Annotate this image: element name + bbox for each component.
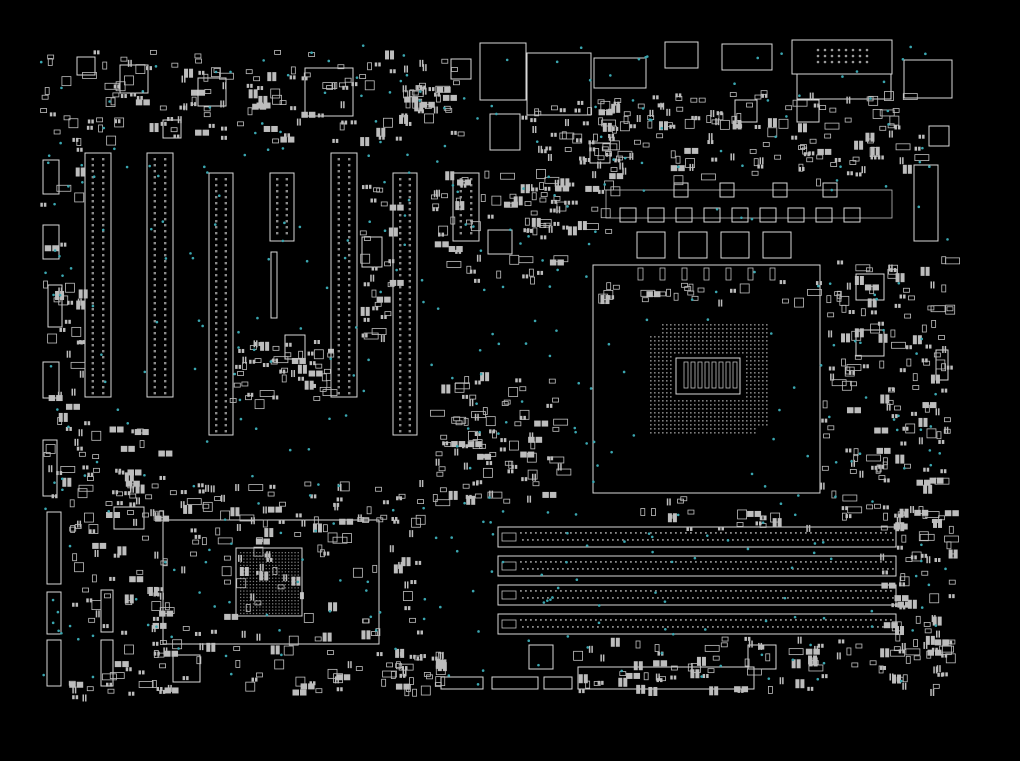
usb-lan-connector	[479, 42, 527, 101]
ram-slot-2	[497, 555, 897, 577]
pcie-slot-7	[452, 172, 480, 242]
small-chip-3	[734, 99, 758, 123]
chipset-bga	[235, 547, 303, 617]
small-chip-7	[928, 125, 950, 147]
vrm-outline	[605, 189, 893, 219]
vias	[39, 44, 949, 686]
atx-power-connector	[577, 666, 755, 690]
audio-connector	[903, 59, 953, 99]
small-chip-4	[796, 99, 820, 123]
chipset-ball-grid	[240, 552, 299, 615]
pcie-slot-1	[84, 152, 112, 398]
chip-bottom-mid	[528, 644, 554, 670]
header-right-1	[913, 164, 939, 242]
socket-center-cavity	[675, 357, 741, 395]
pcie-slot-5	[330, 152, 358, 398]
pcie-slot-6	[392, 172, 418, 436]
header-8	[46, 639, 62, 687]
inductor-3	[720, 231, 750, 259]
vrm-components	[619, 182, 861, 281]
small-chip-6	[450, 58, 472, 80]
small-chip-5	[76, 56, 96, 76]
pcie-pin-rows	[91, 158, 473, 433]
dvi-pin-field	[816, 48, 869, 64]
super-io-chip	[304, 67, 354, 117]
inductor-4	[762, 231, 792, 259]
header-7	[46, 591, 62, 635]
m2-slot	[270, 251, 278, 319]
smd-components	[40, 49, 960, 702]
chip-bottom-left	[172, 654, 201, 683]
fan-header-2	[491, 676, 539, 690]
small-chip-9	[487, 229, 513, 255]
ram-slots	[497, 526, 897, 635]
controller-chip	[197, 77, 227, 107]
cpu-socket	[592, 264, 821, 494]
header-9	[100, 589, 114, 633]
pcie-slots	[84, 152, 480, 436]
chipset-area	[162, 519, 380, 645]
cpu-pin-field	[650, 324, 768, 434]
ram-slot-3	[497, 584, 897, 606]
lan-chip	[489, 113, 521, 151]
rear-io	[479, 39, 953, 116]
socket-center-caps	[683, 361, 738, 389]
fan-header-3	[543, 676, 573, 690]
header-2	[42, 224, 60, 260]
vrm-area	[605, 182, 893, 281]
inductor-2	[678, 231, 708, 259]
video-connector	[593, 57, 647, 89]
hdmi-connector	[664, 41, 699, 69]
inductor-1	[636, 231, 666, 259]
header-3	[47, 284, 63, 328]
chipset	[162, 519, 380, 645]
left-headers	[42, 159, 949, 687]
dvi-connector-base	[796, 73, 892, 100]
header-1	[42, 159, 60, 195]
pcie-slot-3	[208, 172, 234, 436]
header-5	[42, 439, 58, 497]
header-6	[46, 511, 62, 585]
cpu-socket-outline	[592, 264, 821, 494]
ram-slot-1	[497, 526, 897, 548]
inductor-6	[855, 329, 885, 357]
ram-pin-rows	[501, 532, 894, 629]
pcie-slot-2	[146, 152, 174, 398]
usb-connector-stack	[526, 52, 592, 116]
dp-connector	[721, 43, 773, 71]
